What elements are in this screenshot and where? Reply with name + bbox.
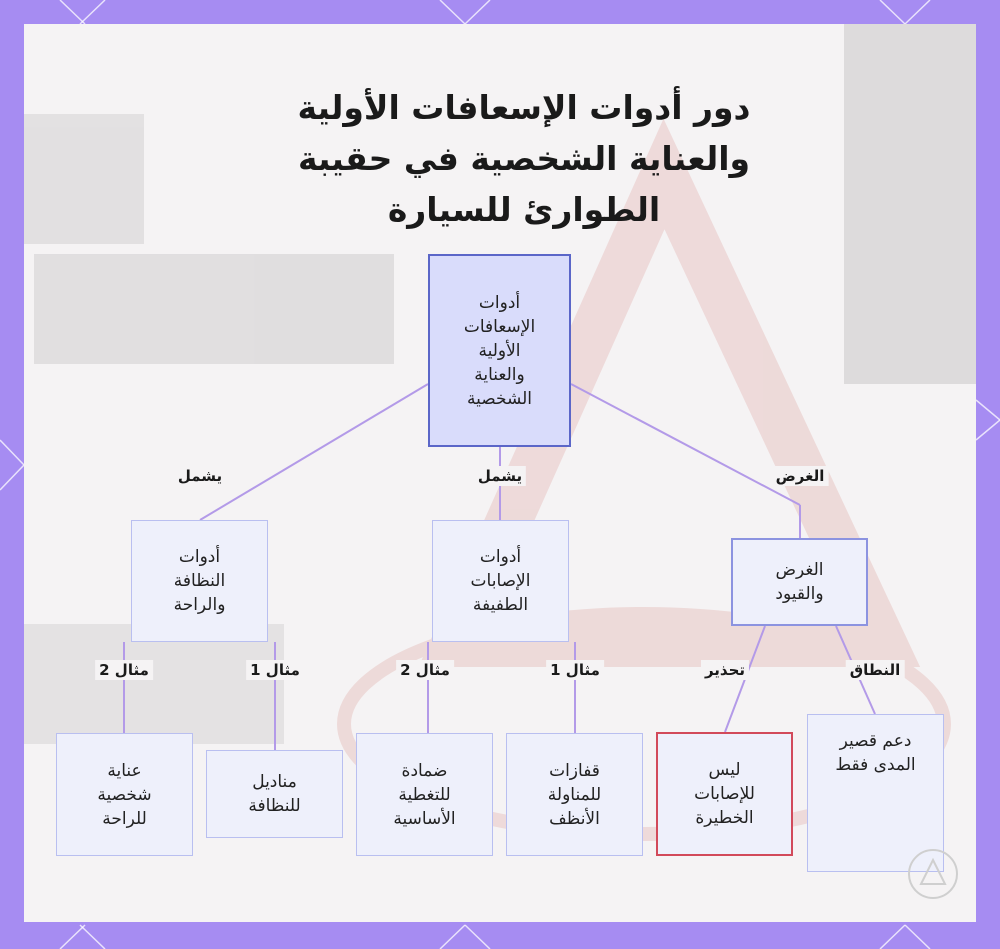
- node-purpose-limits: الغرض والقيود: [731, 538, 868, 626]
- node-scope-value: دعم قصير المدى فقط: [807, 714, 944, 872]
- edge-label-scope: النطاق: [845, 660, 905, 680]
- edge-label-example2-hygiene: مثال 2: [95, 660, 153, 680]
- edge-label-example1-hygiene: مثال 1: [246, 660, 304, 680]
- node-hygiene-comfort: أدوات النظافة والراحة: [131, 520, 268, 642]
- watermark-logo: [908, 849, 958, 899]
- node-bandage: ضمادة للتغطية الأساسية: [356, 733, 493, 856]
- diagram-title: دور أدوات الإسعافات الأولية والعناية الش…: [224, 82, 824, 235]
- node-minor-injuries: أدوات الإصابات الطفيفة: [432, 520, 569, 642]
- title-line-3: الطوارئ للسيارة: [387, 190, 661, 229]
- edge-label-warning: تحذير: [700, 660, 750, 680]
- background-emergency-triangle: [24, 24, 976, 841]
- node-warning-value: ليس للإصابات الخطيرة: [656, 732, 793, 856]
- node-root: أدوات الإسعافات الأولية والعناية الشخصية: [428, 254, 571, 447]
- title-line-2: والعناية الشخصية في حقيبة: [297, 139, 751, 178]
- node-gloves: قفازات للمناولة الأنظف: [506, 733, 643, 856]
- edge-root-purpose: [570, 383, 801, 506]
- edge-label-includes-hygiene: يشمل: [173, 466, 227, 486]
- edge-label-example1-injuries: مثال 1: [546, 660, 604, 680]
- edge-label-purpose: الغرض: [771, 466, 829, 486]
- edge-label-example2-injuries: مثال 2: [396, 660, 454, 680]
- node-personal-comfort: عناية شخصية للراحة: [56, 733, 193, 856]
- edge-root-hygiene: [199, 383, 429, 521]
- edge-label-includes-injuries: يشمل: [473, 466, 527, 486]
- node-wipes: مناديل للنظافة: [206, 750, 343, 838]
- title-line-1: دور أدوات الإسعافات الأولية: [297, 88, 751, 127]
